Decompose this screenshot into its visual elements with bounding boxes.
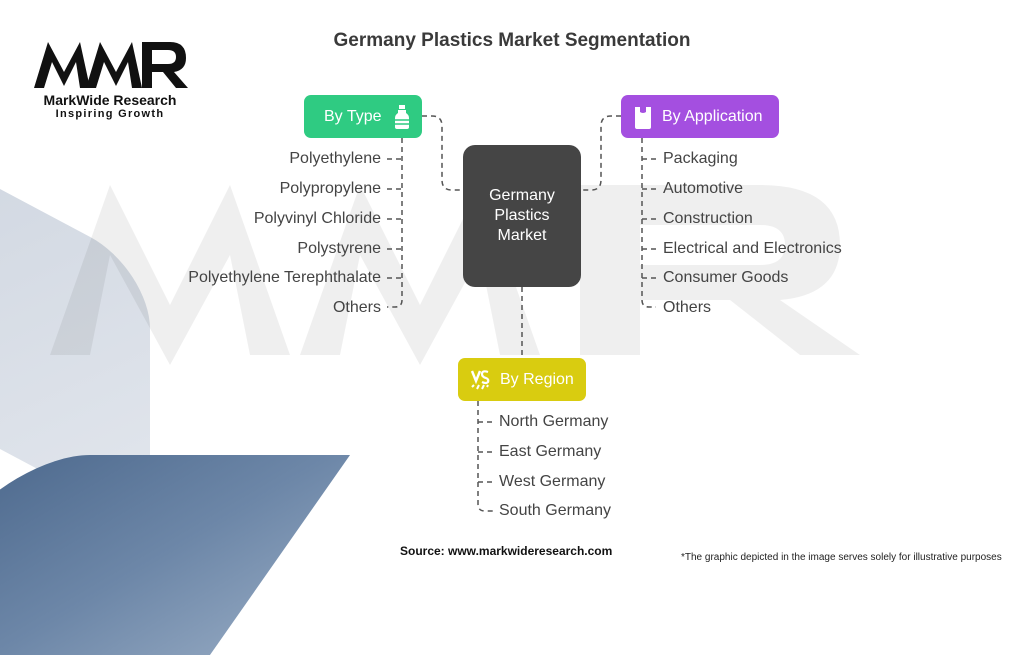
type-item: Polyethylene Terephthalate — [188, 269, 381, 286]
disclaimer-note: *The graphic depicted in the image serve… — [681, 552, 1002, 563]
type-item: Others — [332, 299, 381, 316]
center-line-2: Plastics — [494, 207, 550, 224]
region-item: East Germany — [499, 443, 602, 460]
application-item: Consumer Goods — [663, 269, 789, 286]
application-item: Electrical and Electronics — [663, 240, 842, 257]
type-item: Polystyrene — [297, 240, 381, 257]
mwr-logo-mark — [34, 42, 188, 88]
segment-by-type: By Type — [304, 95, 422, 138]
source-credit: Source: www.markwideresearch.com — [400, 544, 613, 558]
segment-by-application: By Application — [621, 95, 779, 138]
segment-region-label: By Region — [500, 370, 574, 388]
region-vs-icon — [470, 369, 490, 391]
type-item: Polyethylene — [289, 150, 381, 167]
application-item: Others — [663, 299, 712, 316]
segment-application-label: By Application — [662, 107, 763, 125]
logo-company-name: MarkWide Research — [43, 92, 177, 108]
type-item: Polypropylene — [279, 180, 381, 197]
page-title: Germany Plastics Market Segmentation — [333, 30, 691, 51]
type-item: Polyvinyl Chloride — [253, 210, 381, 227]
region-item: North Germany — [499, 413, 609, 430]
plastic-bag-icon — [633, 105, 653, 129]
center-line-1: Germany — [489, 187, 555, 204]
bottle-icon — [394, 104, 410, 129]
application-item: Construction — [663, 210, 753, 227]
center-line-3: Market — [497, 227, 547, 244]
region-item: West Germany — [499, 473, 606, 490]
application-item: Packaging — [663, 150, 738, 167]
company-logo: MarkWide Research Inspiring Growth — [30, 38, 205, 120]
segment-type-label: By Type — [324, 107, 382, 125]
region-item: South Germany — [499, 502, 612, 519]
segment-by-region: By Region — [458, 358, 586, 401]
connector-lines — [387, 115, 656, 512]
center-node: Germany Plastics Market — [463, 145, 581, 287]
application-item: Automotive — [663, 180, 744, 197]
logo-tagline: Inspiring Growth — [55, 108, 165, 120]
